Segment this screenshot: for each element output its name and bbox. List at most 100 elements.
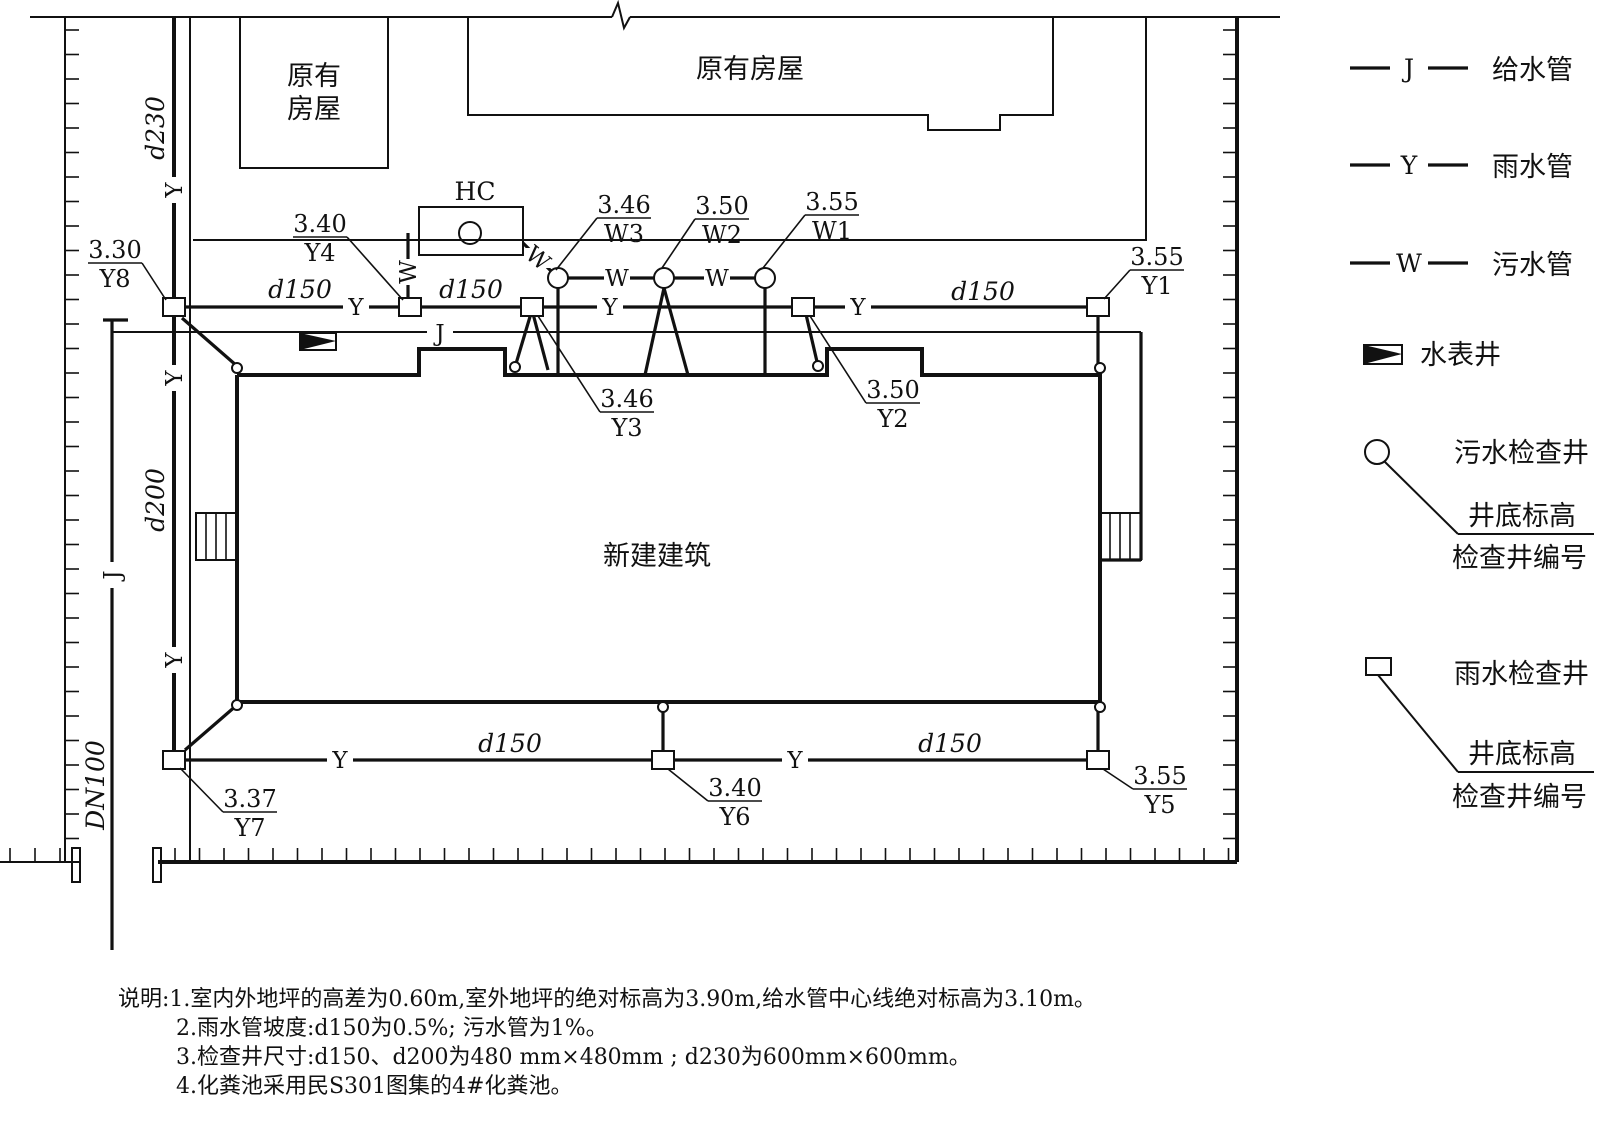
legend-water-code: J bbox=[1401, 54, 1414, 83]
existing-house-top-label: 原有房屋 bbox=[696, 54, 804, 85]
label-d150-a: d150 bbox=[268, 275, 332, 304]
pipe-letter-text: W bbox=[605, 266, 629, 292]
pipe-letter-y: Y bbox=[162, 177, 188, 203]
pipe-letter-y: Y bbox=[162, 365, 188, 391]
label-d150-c: d150 bbox=[951, 277, 1015, 306]
site-boundary-top bbox=[30, 0, 1280, 31]
well-number: Y1 bbox=[1140, 272, 1172, 300]
note-4: 4.化粪池采用民S301图集的4#化粪池。 bbox=[176, 1074, 573, 1099]
connection-point bbox=[509, 361, 521, 373]
connection-point bbox=[231, 699, 243, 711]
septic-tank: HC bbox=[418, 177, 524, 256]
rain-well-y1 bbox=[1086, 297, 1110, 317]
existing-yard-line bbox=[193, 17, 1147, 241]
well-elevation: 3.40 bbox=[708, 774, 761, 802]
rain-pipe-top bbox=[182, 305, 1100, 370]
pipe-letter-text: Y bbox=[601, 295, 618, 321]
well-elevation: 3.37 bbox=[223, 785, 276, 813]
pipe-letter-text: Y bbox=[162, 182, 188, 199]
well-elevation: 3.46 bbox=[597, 191, 650, 219]
rain-well-y8 bbox=[162, 297, 186, 317]
rain-well-y3 bbox=[520, 297, 544, 317]
legend-water-label: 给水管 bbox=[1492, 55, 1573, 86]
existing-house-left-line1: 原有 bbox=[287, 61, 341, 92]
pipe-letter-j: J bbox=[427, 321, 453, 347]
label-d200: d200 bbox=[141, 468, 170, 532]
rain-well-y4 bbox=[398, 297, 422, 317]
pipe-letter-j: J bbox=[100, 562, 126, 588]
well-elevation: 3.50 bbox=[866, 376, 919, 404]
legend-sewage-well-icon bbox=[1364, 439, 1390, 465]
rain-well-y2 bbox=[791, 297, 815, 317]
notes: 说明:1.室内外地坪的高差为0.60m,室外地坪的绝对标高为3.90m,给水管中… bbox=[118, 985, 1096, 1101]
new-building-label: 新建建筑 bbox=[603, 541, 711, 572]
legend-rain-well-label: 雨水检查井 bbox=[1454, 659, 1589, 690]
legend-rain-bottom-elev: 井底标高 bbox=[1468, 739, 1576, 770]
pipe-letter-w: W bbox=[396, 259, 422, 285]
label-d230: d230 bbox=[141, 96, 170, 160]
rain-well-y6 bbox=[651, 750, 675, 770]
note-1: 说明:1.室内外地坪的高差为0.60m,室外地坪的绝对标高为3.90m,给水管中… bbox=[118, 987, 1096, 1012]
connection-point bbox=[657, 701, 669, 713]
sewage-well-w1 bbox=[754, 267, 776, 289]
pipe-diameter-labels: d230 d200 DN100 d150 d150 d150 d150 d150 bbox=[81, 96, 1015, 831]
label-d150-b: d150 bbox=[439, 275, 503, 304]
well-elevation: 3.46 bbox=[600, 385, 653, 413]
well-number: W1 bbox=[812, 217, 852, 245]
pipe-letter-text: Y bbox=[162, 652, 188, 669]
pipe-letter-text: W bbox=[705, 266, 729, 292]
pipe-letter-w: W bbox=[704, 266, 730, 292]
fence-left bbox=[64, 17, 79, 862]
water-supply-pipe bbox=[103, 318, 1143, 950]
label-d150-d: d150 bbox=[478, 729, 542, 758]
label-dn100: DN100 bbox=[81, 740, 110, 831]
rain-well-y5 bbox=[1086, 750, 1110, 770]
legend-meter-label: 水表井 bbox=[1420, 340, 1501, 371]
pipe-letter-text: J bbox=[433, 321, 444, 347]
existing-house-left-line2: 房屋 bbox=[287, 94, 341, 125]
legend-rain-code: Y bbox=[1400, 151, 1418, 180]
pipe-letter-text: Y bbox=[786, 748, 803, 774]
connection-point bbox=[231, 362, 243, 374]
pipe-letter-y: Y bbox=[162, 647, 188, 673]
rain-well-y7 bbox=[162, 750, 186, 770]
well-number: Y6 bbox=[718, 803, 750, 831]
sewage-wells bbox=[547, 267, 776, 289]
sewage-well-w3 bbox=[547, 267, 569, 289]
pipe-letter-y: Y bbox=[343, 295, 369, 321]
well-number: Y2 bbox=[876, 405, 908, 433]
pipe-letter-text: Y bbox=[347, 295, 364, 321]
meter-well-icon bbox=[300, 333, 336, 350]
pipe-letter-w: W bbox=[604, 266, 630, 292]
connection-point bbox=[812, 360, 824, 372]
label-d150-e: d150 bbox=[918, 729, 982, 758]
pipe-letter-y: Y bbox=[782, 748, 808, 774]
well-number: Y8 bbox=[98, 265, 130, 293]
well-elevation: 3.30 bbox=[88, 236, 141, 264]
legend-sewage-code: W bbox=[1396, 249, 1422, 278]
fence-bottom bbox=[0, 847, 1237, 883]
well-elevation: 3.55 bbox=[805, 188, 858, 216]
well-number: Y4 bbox=[303, 239, 335, 267]
pipe-letter-text: Y bbox=[331, 748, 348, 774]
connection-point bbox=[1094, 701, 1106, 713]
rain-pipe-connections bbox=[180, 309, 820, 371]
existing-house-left: 原有 房屋 bbox=[239, 16, 389, 169]
pipe-letter-y: Y bbox=[845, 295, 871, 321]
well-number: Y7 bbox=[233, 814, 265, 842]
legend: J 给水管 Y 雨水管 W 污水管 水表井 污水检查井 井底标高 检查井编号 雨… bbox=[1350, 54, 1594, 813]
new-building: 新建建筑 bbox=[195, 347, 1142, 704]
well-number: Y3 bbox=[610, 414, 642, 442]
note-3: 3.检查井尺寸:d150、d200为480 mm×480mm ; d230为60… bbox=[176, 1045, 971, 1070]
